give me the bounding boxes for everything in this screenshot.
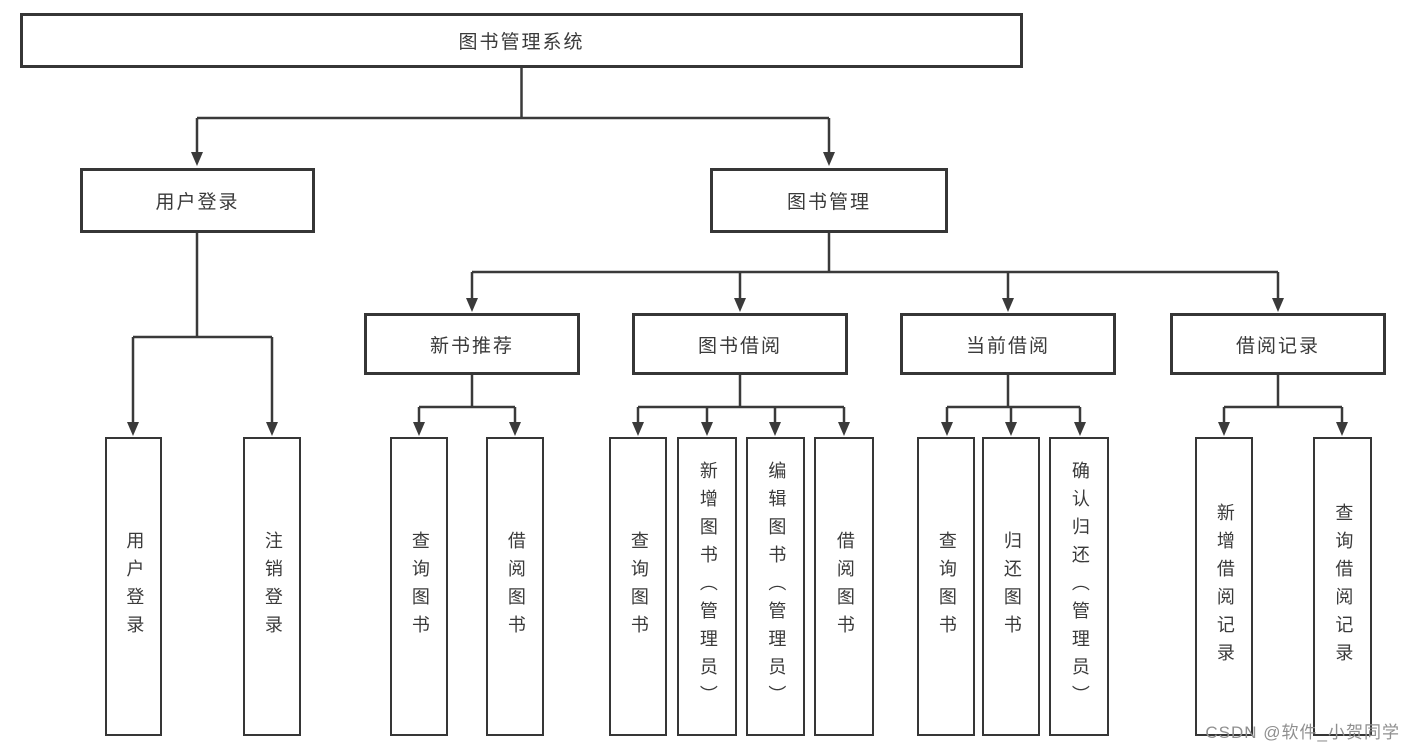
node-label: 借阅记录	[1235, 335, 1320, 357]
node-label: 新增图书（管理员）	[697, 460, 718, 713]
node-label: 查询借阅记录	[1333, 502, 1354, 671]
leaf-recommend-query-books: 查询图书	[390, 437, 448, 736]
node-label: 编辑图书（管理员）	[766, 460, 787, 713]
watermark: CSDN @软件_小贺同学	[1205, 723, 1400, 742]
node-label: 查询图书	[628, 530, 649, 643]
node-label: 图书管理系统	[458, 32, 585, 53]
node-new-book-recommendation: 新书推荐	[364, 313, 580, 375]
leaf-borrowing-query-books: 查询图书	[609, 437, 667, 736]
node-label: 新书推荐	[429, 335, 514, 357]
node-user-login: 用户登录	[80, 168, 315, 233]
node-borrowing-records: 借阅记录	[1170, 313, 1386, 375]
node-label: 图书借阅	[697, 335, 782, 357]
node-label: 查询图书	[409, 530, 430, 643]
leaf-add-books-admin: 新增图书（管理员）	[677, 437, 737, 736]
leaf-edit-books-admin: 编辑图书（管理员）	[746, 437, 805, 736]
node-label: 查询图书	[936, 530, 957, 643]
node-label: 借阅图书	[505, 530, 526, 643]
node-label: 借阅图书	[834, 530, 855, 643]
node-label: 归还图书	[1001, 530, 1022, 643]
node-label: 用户登录	[155, 192, 240, 213]
node-library-management-system: 图书管理系统	[20, 13, 1023, 68]
leaf-confirm-return-admin: 确认归还（管理员）	[1049, 437, 1109, 736]
leaf-return-books: 归还图书	[982, 437, 1040, 736]
leaf-query-borrow-record: 查询借阅记录	[1313, 437, 1372, 736]
node-label: 注销登录	[262, 530, 283, 643]
leaf-logout: 注销登录	[243, 437, 301, 736]
leaf-user-login: 用户登录	[105, 437, 162, 736]
node-label: 图书管理	[786, 192, 871, 213]
leaf-add-borrow-record: 新增借阅记录	[1195, 437, 1253, 736]
node-label: 确认归还（管理员）	[1069, 460, 1090, 713]
node-label: 新增借阅记录	[1214, 502, 1235, 671]
node-current-borrowing: 当前借阅	[900, 313, 1116, 375]
leaf-recommend-borrow-books: 借阅图书	[486, 437, 544, 736]
node-label: 当前借阅	[965, 335, 1050, 357]
node-book-management: 图书管理	[710, 168, 948, 233]
node-book-borrowing: 图书借阅	[632, 313, 848, 375]
leaf-current-query-books: 查询图书	[917, 437, 975, 736]
node-label: 用户登录	[124, 530, 145, 643]
leaf-borrow-books: 借阅图书	[814, 437, 874, 736]
